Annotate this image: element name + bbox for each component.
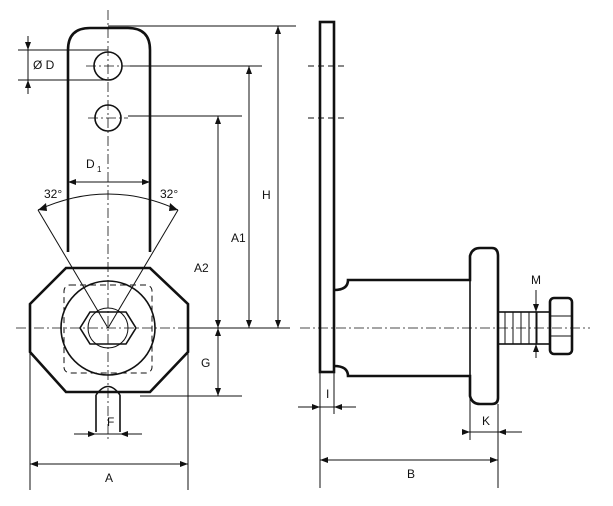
a-label: A (105, 471, 113, 485)
side-dimensions: M I K B (298, 273, 541, 488)
d1-arrow-right (142, 179, 150, 185)
angle-arrow-right (169, 203, 178, 211)
angle-arc (37, 193, 179, 211)
octagon-body (28, 266, 190, 394)
front-dimensions: Ø D D 1 32° 32° H A1 A2 G (18, 25, 296, 490)
f-arrow-left (88, 431, 96, 437)
angle-left-label: 32° (44, 187, 62, 201)
f-label: F (107, 415, 114, 429)
dia-d-arrow-bottom (25, 80, 31, 88)
d1-subscript: 1 (97, 165, 102, 174)
a-arrow-right (180, 461, 188, 467)
a2-arrow-bottom (215, 320, 221, 328)
m-label: M (531, 273, 541, 287)
a1-label: A1 (231, 231, 246, 245)
dia-d-arrow-top (25, 42, 31, 50)
g-arrow-bottom (215, 388, 221, 396)
angle-line-left (37, 209, 109, 329)
lever-plate (318, 20, 336, 374)
angle-line-right (107, 209, 179, 329)
k-label: K (482, 414, 490, 428)
h-label: H (262, 188, 271, 202)
d1-arrow-left (68, 179, 76, 185)
front-view (16, 10, 200, 440)
i-label: I (326, 387, 329, 401)
side-view (300, 20, 590, 406)
d1-label: D (86, 157, 95, 171)
m-arrow-bottom (533, 344, 539, 352)
f-arrow-right (120, 431, 128, 437)
g-arrow-top (215, 328, 221, 336)
h-arrow-top (275, 26, 281, 34)
a1-arrow-bottom (246, 320, 252, 328)
bolt-nut (548, 296, 574, 356)
i-arrow-left (312, 404, 320, 410)
lever-arm-outline (66, 26, 152, 252)
a2-label: A2 (194, 261, 209, 275)
angle-arrow-left (38, 203, 47, 211)
g-label: G (201, 356, 210, 370)
m-arrow-top (533, 304, 539, 312)
angle-right-label: 32° (160, 187, 178, 201)
i-arrow-right (334, 404, 342, 410)
b-arrow-right (490, 457, 498, 463)
a1-arrow-top (246, 66, 252, 74)
h-arrow-bottom (275, 320, 281, 328)
hidden-square (63, 284, 153, 374)
barrel-body (333, 246, 500, 406)
k-arrow-left (462, 429, 470, 435)
dia-d-label: Ø D (33, 58, 55, 72)
a2-arrow-top (215, 116, 221, 124)
b-arrow-left (320, 457, 328, 463)
a-arrow-left (30, 461, 38, 467)
k-arrow-right (498, 429, 506, 435)
b-label: B (407, 467, 415, 481)
bottom-slot (95, 385, 121, 432)
